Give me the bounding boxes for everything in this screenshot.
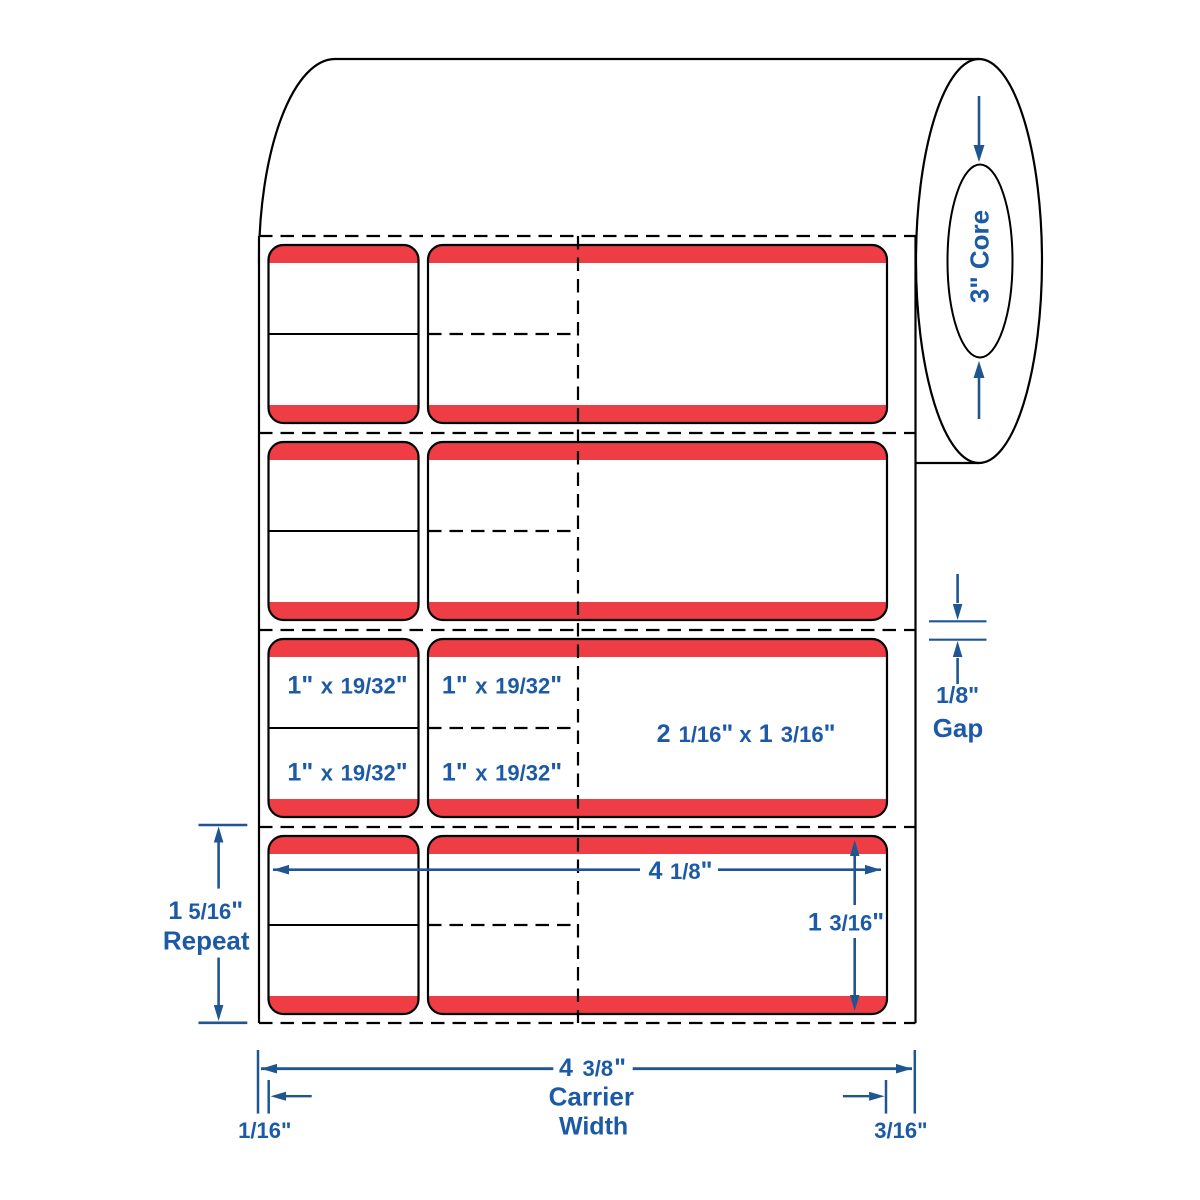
svg-text:2 1/16" x 1 3/16": 2 1/16" x 1 3/16" — [657, 720, 836, 748]
svg-text:Carrier: Carrier — [549, 1081, 634, 1111]
svg-text:1 5/16": 1 5/16" — [168, 897, 243, 925]
svg-text:4 1/8": 4 1/8" — [649, 857, 713, 885]
svg-text:1" x 19/32": 1" x 19/32" — [287, 672, 407, 700]
svg-text:4 3/8": 4 3/8" — [559, 1054, 626, 1082]
svg-text:1/8": 1/8" — [936, 682, 979, 708]
svg-text:1" x 19/32": 1" x 19/32" — [442, 672, 562, 700]
svg-text:3" Core: 3" Core — [964, 210, 994, 303]
svg-text:Gap: Gap — [933, 713, 984, 743]
svg-text:3/16": 3/16" — [874, 1118, 927, 1143]
svg-text:Width: Width — [559, 1113, 628, 1141]
svg-text:1 3/16": 1 3/16" — [808, 909, 884, 937]
svg-text:1" x 19/32": 1" x 19/32" — [287, 759, 407, 787]
svg-text:Repeat: Repeat — [163, 926, 250, 956]
svg-text:1/16": 1/16" — [238, 1118, 291, 1143]
svg-text:1" x 19/32": 1" x 19/32" — [442, 759, 562, 787]
